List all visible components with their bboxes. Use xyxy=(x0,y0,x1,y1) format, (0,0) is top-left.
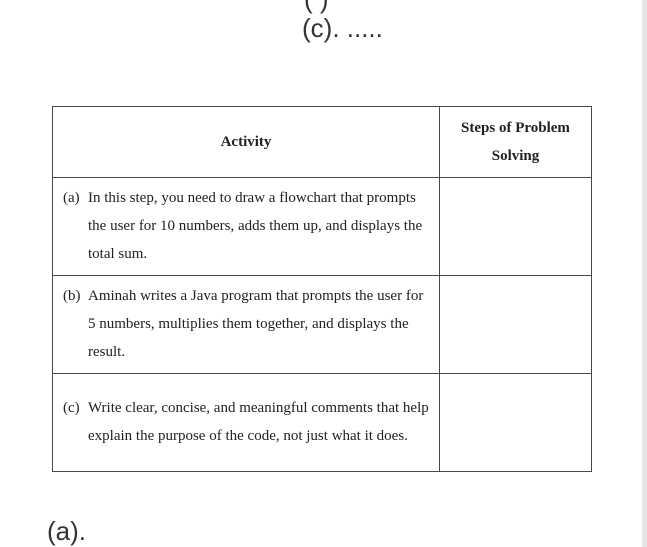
table-header-row: Activity Steps of Problem Solving xyxy=(52,106,592,178)
steps-cell[interactable] xyxy=(439,373,592,472)
steps-cell[interactable] xyxy=(439,275,592,374)
section-heading-a: (a). xyxy=(47,516,86,546)
scrollbar[interactable] xyxy=(642,0,647,547)
table-row: (a) In this step, you need to draw a flo… xyxy=(52,177,592,276)
item-marker: (c) xyxy=(63,399,80,416)
header-activity: Activity xyxy=(52,106,440,178)
item-marker: (b) xyxy=(63,287,81,304)
activity-table: Activity Steps of Problem Solving (a) In… xyxy=(52,106,592,472)
item-marker: (a) xyxy=(63,189,80,206)
activity-cell: (c) Write clear, concise, and meaningful… xyxy=(52,373,440,472)
activity-item: (c) Write clear, concise, and meaningful… xyxy=(53,390,439,456)
item-text: Write clear, concise, and meaningful com… xyxy=(88,399,429,444)
activity-cell: (b) Aminah writes a Java program that pr… xyxy=(52,275,440,374)
table-row: (b) Aminah writes a Java program that pr… xyxy=(52,275,592,374)
activity-item: (a) In this step, you need to draw a flo… xyxy=(53,180,439,274)
section-heading-c: (c). ..... xyxy=(302,13,383,43)
item-text: In this step, you need to draw a flowcha… xyxy=(88,189,423,262)
partial-heading-above: ( ) xyxy=(304,0,329,12)
table-row: (c) Write clear, concise, and meaningful… xyxy=(52,373,592,472)
activity-item: (b) Aminah writes a Java program that pr… xyxy=(53,278,439,372)
steps-cell[interactable] xyxy=(439,177,592,276)
header-steps-of-problem-solving: Steps of Problem Solving xyxy=(439,106,592,178)
item-text: Aminah writes a Java program that prompt… xyxy=(88,287,424,360)
activity-cell: (a) In this step, you need to draw a flo… xyxy=(52,177,440,276)
